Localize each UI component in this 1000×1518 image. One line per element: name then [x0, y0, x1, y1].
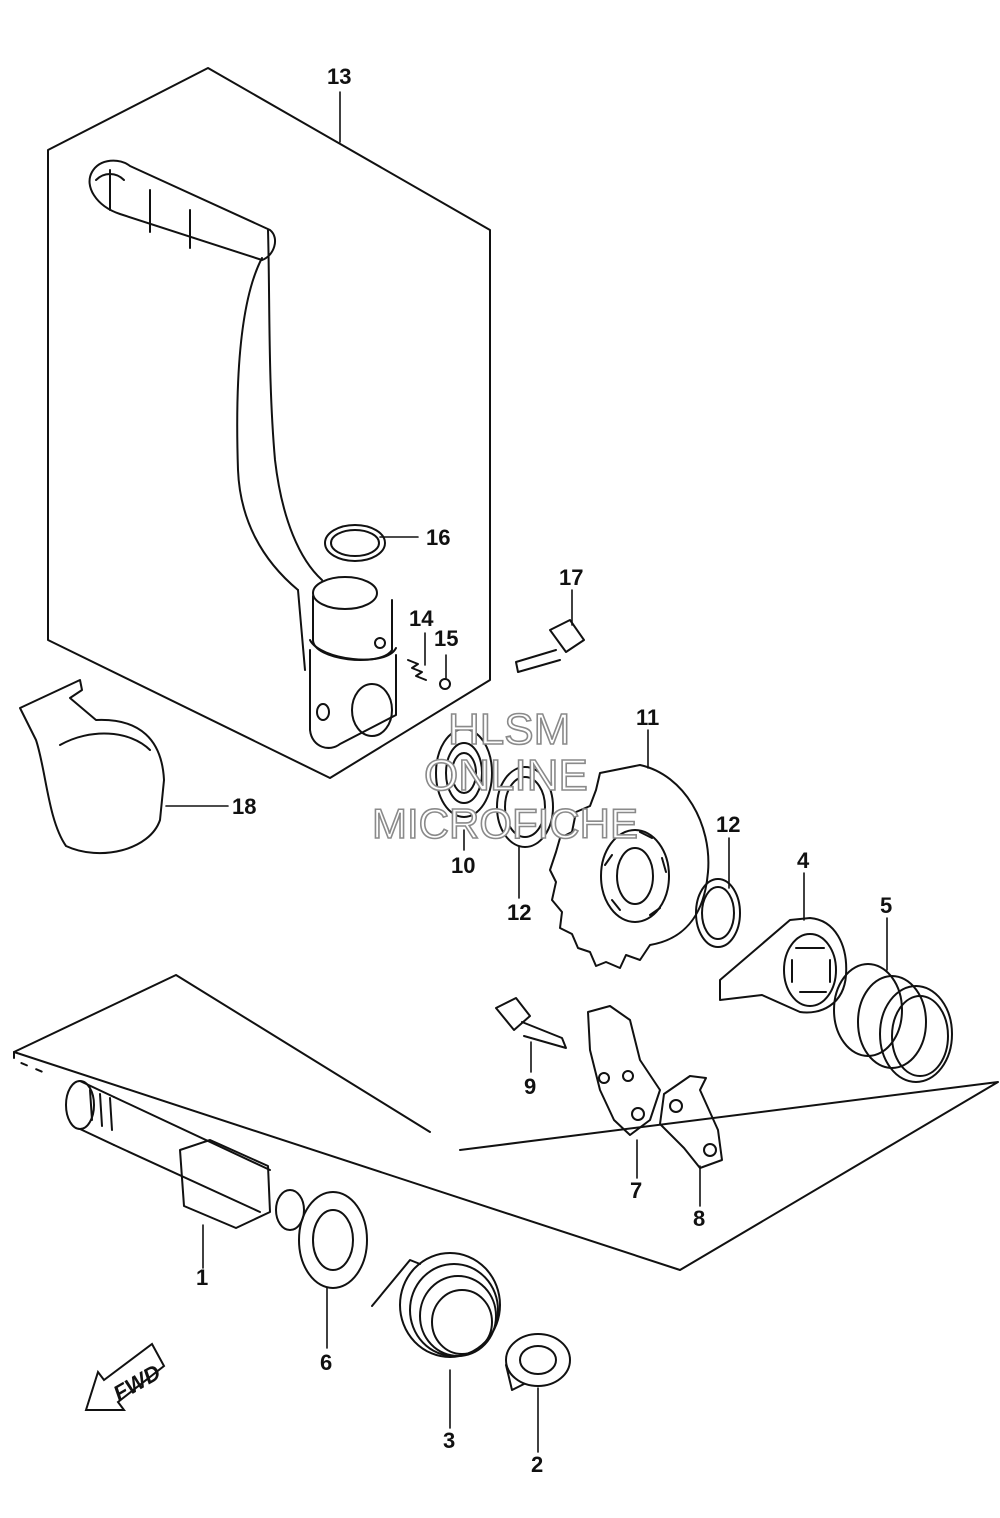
oil-seal-10: [435, 728, 493, 818]
fwd-arrow-icon: FWD: [84, 1342, 166, 1411]
watermark: HLSM ONLINE MICROFICHE: [371, 704, 639, 848]
callout-13: 13: [327, 64, 351, 89]
callout-2: 2: [531, 1452, 543, 1477]
callout-9: 9: [524, 1074, 536, 1099]
callout-4: 4: [797, 848, 810, 873]
callout-18: 18: [232, 794, 256, 819]
spring-14: [407, 659, 427, 681]
plate-8: [659, 1075, 723, 1169]
callout-12-right: 12: [716, 812, 740, 837]
assembly-box-13: [47, 67, 491, 779]
callout-17: 17: [559, 565, 583, 590]
watermark-line-2: ONLINE: [424, 751, 588, 800]
watermark-line-3: MICROFICHE: [372, 800, 638, 847]
spring-5: [833, 963, 953, 1083]
guide-7: [587, 1005, 661, 1136]
callout-14: 14: [409, 606, 434, 631]
callout-8: 8: [693, 1206, 705, 1231]
bolt-17: [515, 619, 585, 673]
callout-15: 15: [434, 626, 458, 651]
kick-shaft-1: [65, 1080, 305, 1231]
callout-10: 10: [451, 853, 475, 878]
ball-15: [439, 678, 451, 690]
assembly-box-shaft: [13, 974, 999, 1271]
callout-11: 11: [636, 705, 659, 730]
callout-1: 1: [196, 1265, 208, 1290]
bolt-9: [495, 997, 567, 1049]
boot-18: [19, 679, 165, 855]
callout-16: 16: [426, 525, 450, 550]
watermark-line-1: HLSM: [448, 705, 570, 754]
callouts: 13 16 17 14 15 18 10 12 11 12 4 5 9 7 8 …: [196, 64, 892, 1477]
kick-lever: [88, 159, 397, 749]
guide-2: [505, 1333, 571, 1391]
callout-6: 6: [320, 1350, 332, 1375]
callout-3: 3: [443, 1428, 455, 1453]
callout-5: 5: [880, 893, 892, 918]
leader-lines: [165, 91, 888, 1453]
washer-12-left: [496, 766, 554, 848]
kick-gear-11: [549, 764, 710, 969]
callout-7: 7: [630, 1178, 642, 1203]
washer-12-right: [695, 878, 741, 948]
ratchet-4: [719, 917, 848, 1014]
kick-spring-3: [371, 1252, 501, 1358]
washer-6: [298, 1191, 368, 1289]
circlip-16: [324, 524, 386, 562]
callout-12-left: 12: [507, 900, 531, 925]
